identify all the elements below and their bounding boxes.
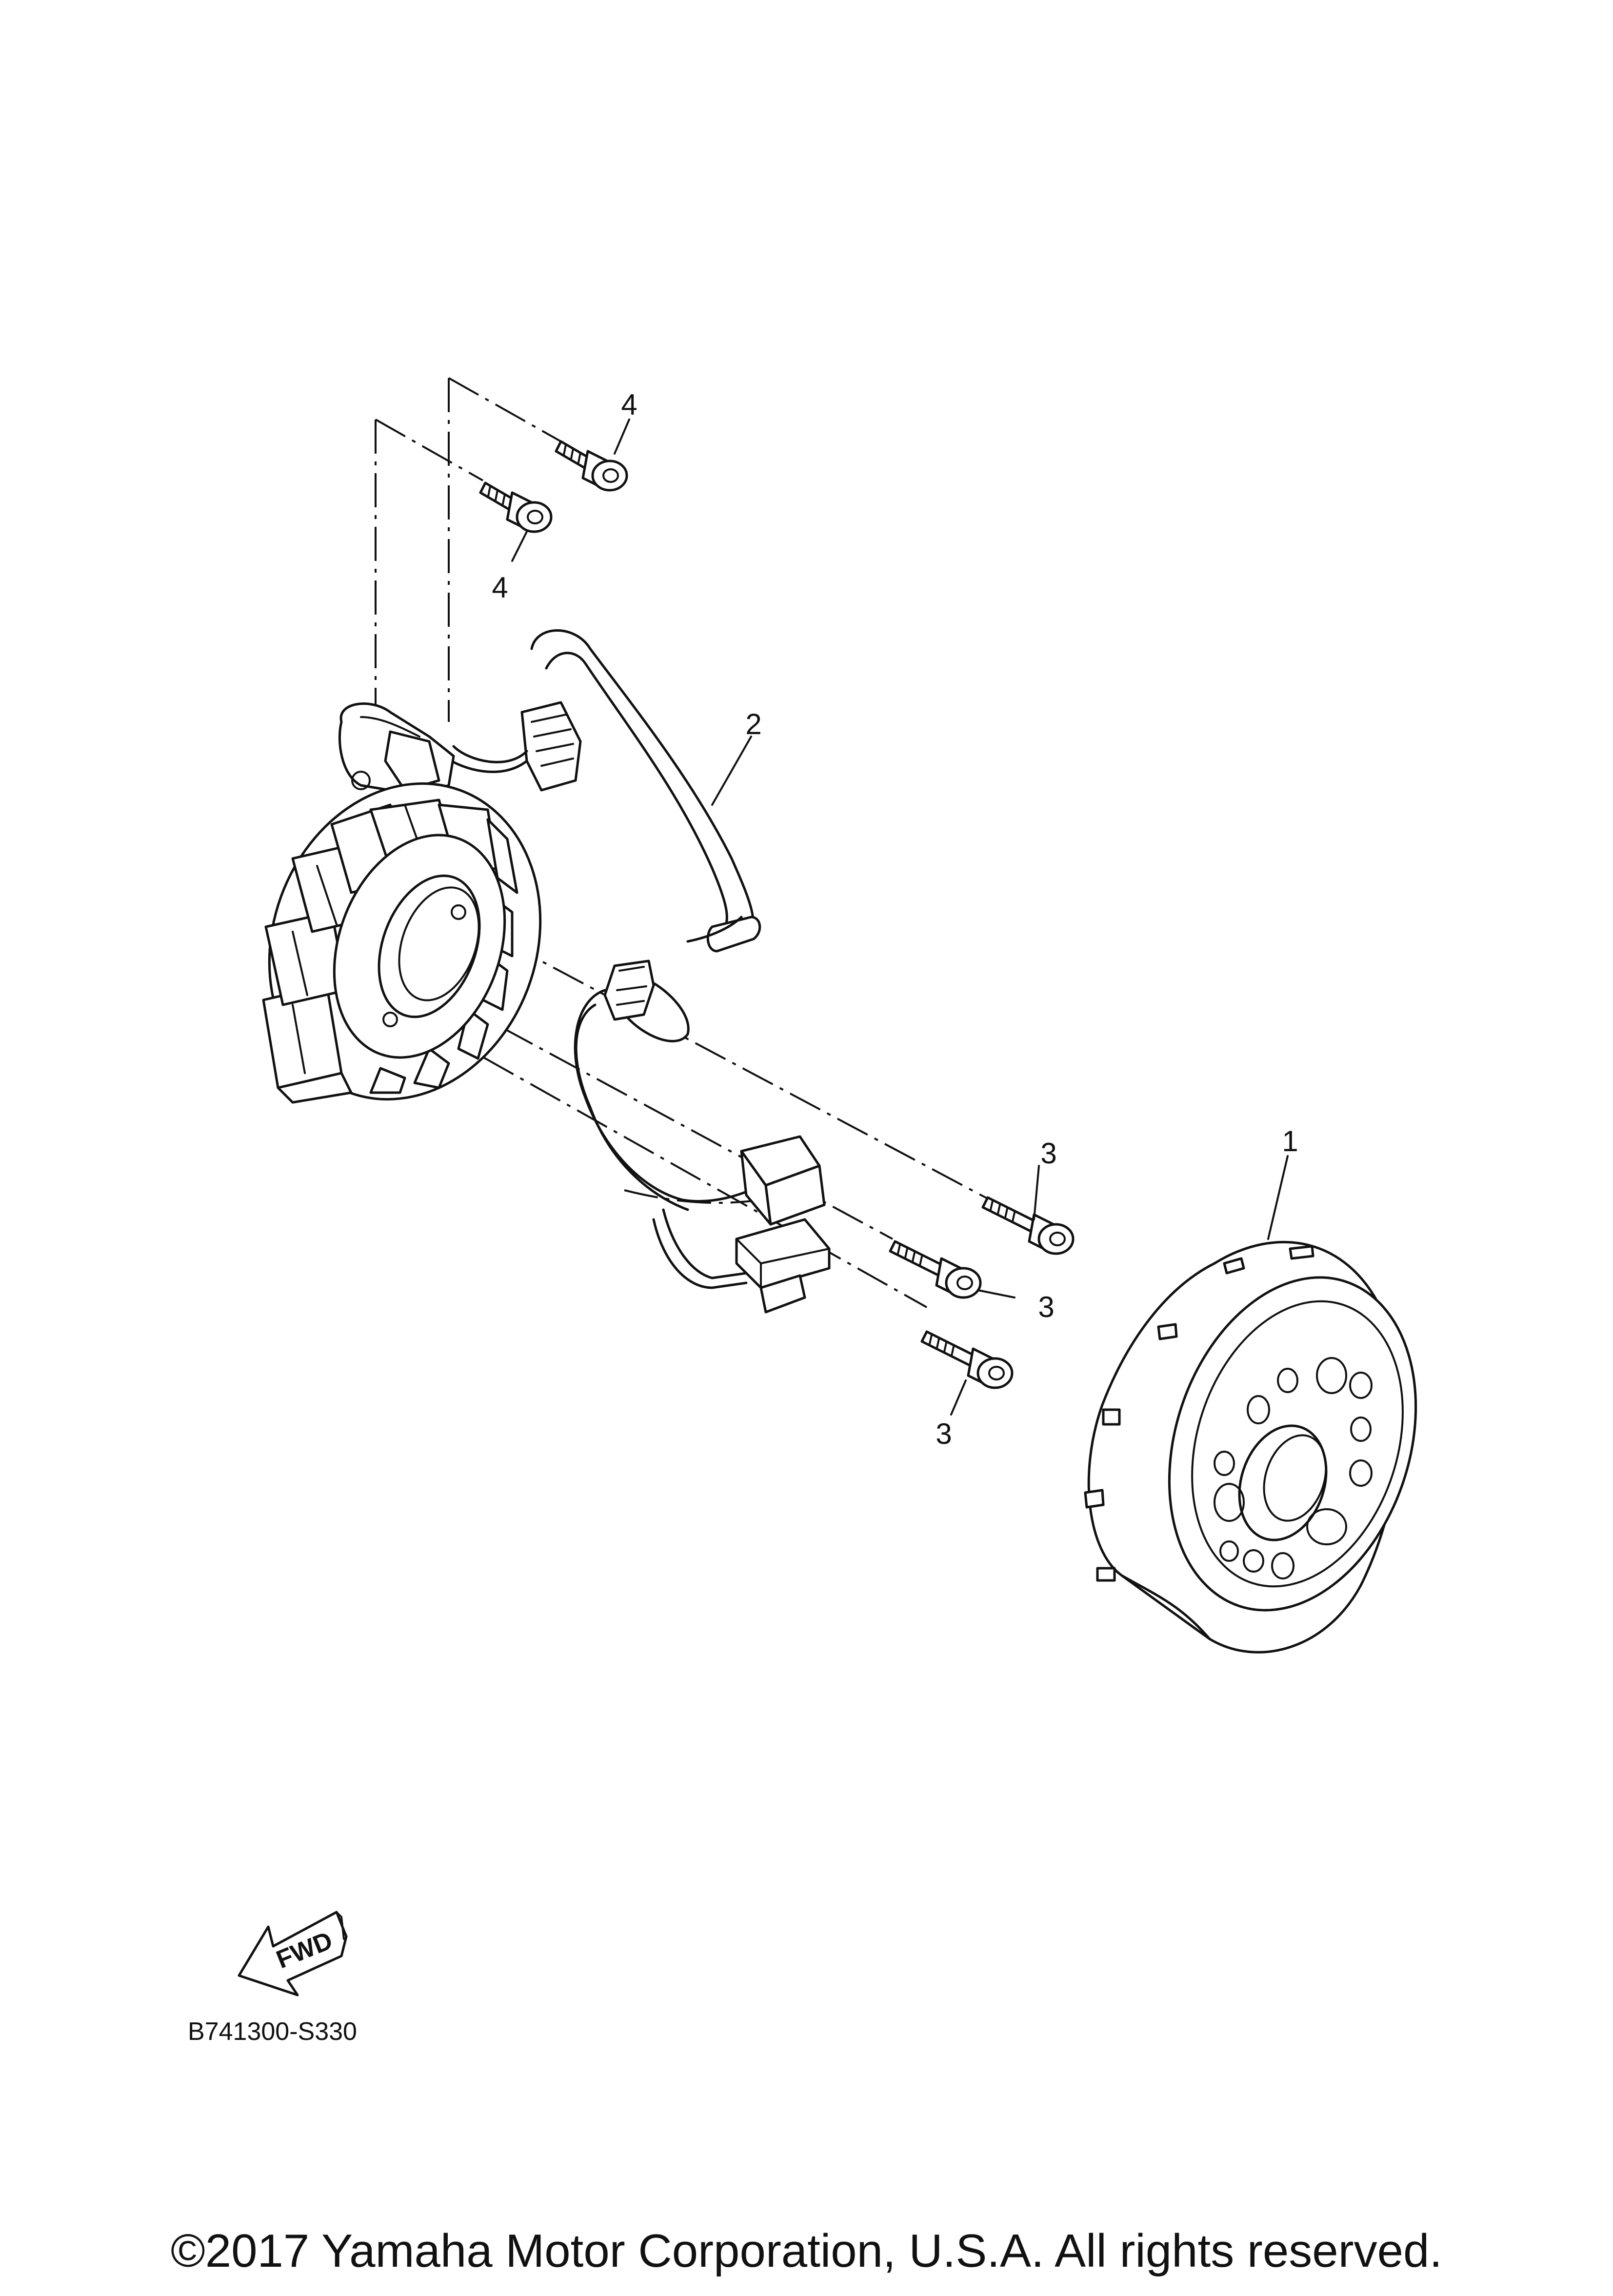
callout-3-c: 3 (936, 1418, 952, 1450)
callouts: 4 4 2 3 3 3 1 (492, 388, 1298, 1450)
leader-lines (511, 419, 1289, 1416)
flywheel (1084, 1240, 1417, 1654)
callout-4-lower: 4 (492, 571, 508, 604)
fwd-arrow-icon: FWD (238, 1911, 348, 1997)
bolt-b (889, 1240, 982, 1299)
screw-lower (479, 481, 553, 533)
callout-2: 2 (745, 708, 761, 740)
copyright-notice: ©2017 Yamaha Motor Corporation, U.S.A. A… (170, 2225, 1443, 2277)
callout-4-upper: 4 (621, 388, 637, 421)
bolt-a (981, 1196, 1075, 1255)
bolt-c (920, 1330, 1014, 1389)
callout-3-a: 3 (1040, 1137, 1056, 1170)
callout-1: 1 (1282, 1125, 1298, 1158)
diagram-code: B741300-S330 (188, 2017, 357, 2046)
wire-harness (338, 629, 831, 1314)
stator (262, 782, 542, 1104)
callout-3-b: 3 (1038, 1291, 1054, 1323)
screw-upper (555, 440, 628, 492)
